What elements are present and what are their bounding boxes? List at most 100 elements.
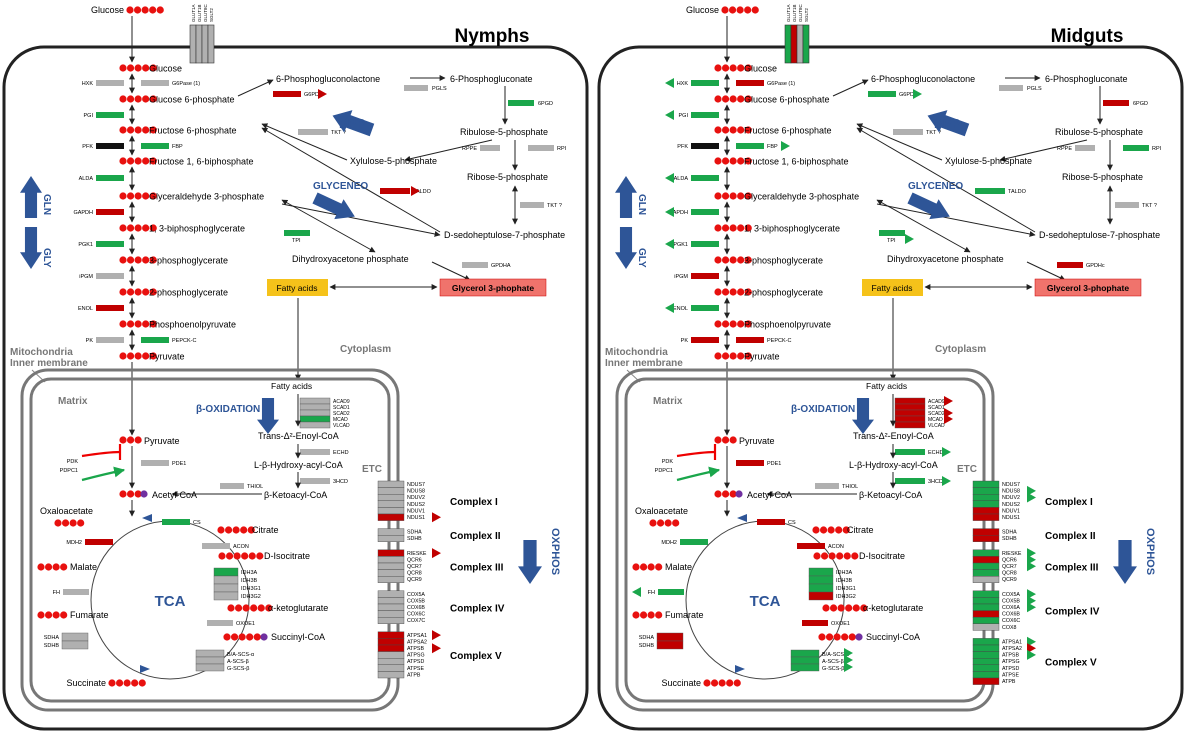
enzyme-label-pfk: PFK [677,144,688,150]
etc-gene-label: COX6A [1002,605,1020,611]
downregulated-marker-icon [1027,561,1036,572]
metabolite-dot [813,552,821,560]
etc-gene-label: NDUS2 [407,502,425,508]
metabolite-dot [119,288,127,296]
cell-membrane [597,45,1184,731]
metabolite-dot [736,6,744,14]
metabolite-dot [119,490,127,498]
metabolite-xu5p: Xylulose-5-phosphate [945,156,1032,166]
metabolite-dot [108,679,116,687]
metabolite-alpha-ketoglutarate: α-ketoglutarate [863,603,923,613]
complex-label: Complex III [450,562,504,573]
downregulated-marker-icon [781,141,790,151]
transporter-gene-label: GLUT1A [786,4,791,22]
enzyme-label-pgls: PGLS [1027,86,1042,92]
etc-subunit-bar [377,617,405,625]
etc-subunit-bar [972,562,1000,570]
metabolite-dot [134,320,142,328]
sdh-subunit-bar [656,632,684,642]
gluconeogenesis-arrow-icon [20,176,42,218]
etc-gene-label: NDUS8 [1002,489,1020,495]
metabolite-dot [744,64,752,72]
metabolite-dot [833,633,841,641]
metabolite-dot [61,519,70,527]
mitochondria-label: Mitochondria [10,347,73,358]
complex-label: Complex III [1045,562,1099,573]
enzyme-label-gpdh: GPDHc [1086,263,1105,269]
glyceneo-label: GLYCENEO [313,181,368,192]
enzyme-label-pepck: PEPCK-C [172,338,196,344]
etc-subunit-bar [972,664,1000,672]
enzyme-bar-pgls [404,85,428,91]
upregulated-marker-icon [432,512,441,523]
etc-subunit-bar [377,651,405,659]
downregulated-marker-icon [844,648,853,658]
etc-gene-label: COX7C [407,618,425,624]
metabolite-oxaloacetate: Oxaloacetate [40,506,93,516]
etc-gene-label: COX5B [1002,598,1020,604]
etc-subunit-bar [972,671,1000,679]
sdh-gene-label: SDHA [44,635,60,641]
glyceneo-arrow [431,261,471,281]
metabolite-dot [714,95,722,103]
idh-gene-label: IDH3B [836,578,853,584]
metabolite-dot [845,604,853,612]
metabolite-dot [149,352,157,360]
metabolite-pgl: 6-Phosphogluconolactone [276,74,380,84]
metabolite-dot [138,679,146,687]
matrix-label: Matrix [653,396,683,407]
etc-gene-label: QCR6 [1002,557,1017,563]
sdh-subunit-bar [61,632,89,642]
enzyme-bar-rpi [528,145,554,151]
enzyme-label-g6pd: G6PD [899,92,914,98]
etc-gene-label: QCR9 [1002,577,1017,583]
upregulated-marker-icon [318,89,327,99]
metabolite-dot [217,526,225,534]
oxphos-label: OXPHOS [549,528,561,575]
metabolite-pg3: 3-phosphoglycerate [744,256,823,266]
enzyme-label-taldo: TALDO [413,189,432,195]
beta-oxidation-enzyme-bar [894,409,926,417]
enzyme-bar-pepck [736,337,764,343]
etc-gene-label: NDUV2 [407,495,425,501]
metabolite-dot [142,224,150,232]
enzyme-bar-pgk1 [691,241,719,247]
enzyme-bar-echd [300,449,330,455]
metabolite-dot [248,552,256,560]
enzyme-label-gapdh: GAPDH [73,210,93,216]
downregulated-marker-icon [665,239,674,249]
metabolite-pyr: Pyruvate [149,352,185,362]
metabolite-gap: Glyceraldehyde 3-phosphate [149,192,264,202]
metabolite-pyruvate-mito: Pyruvate [144,436,180,446]
metabolite-gap: Glyceraldehyde 3-phosphate [744,192,859,202]
metabolite-dot [714,224,722,232]
metabolite-dot [721,64,730,72]
downregulated-marker-icon [913,89,922,99]
metabolite-dot [714,126,722,134]
beta-oxidation-gene-label: SCAD1 [333,405,350,411]
transporter-segment [796,24,804,64]
etc-gene-label: ATPSG [1002,659,1020,665]
enzyme-bar-gapdh [96,209,124,215]
enzyme-bar-fh [658,589,684,595]
pdk-inhibition-line [676,450,716,458]
metabolite-dot [728,6,737,14]
metabolite-dot [729,320,737,328]
metabolite-dot [820,552,829,560]
beta-oxidation-enzyme-bar [894,415,926,423]
metabolite-dot [721,288,730,296]
metabolite-dot [126,224,135,232]
scs-gene-label: G-SCS-β [227,666,249,672]
metabolite-dot [134,95,142,103]
metabolite-alpha-ketoglutarate: α-ketoglutarate [268,603,328,613]
enzyme-bar-rppe [1075,145,1095,151]
metabolite-dot [119,436,127,444]
etc-subunit-bar [377,590,405,598]
etc-gene-label: ATPSB [1002,653,1019,659]
coa-dot [855,633,863,641]
enzyme-label-thiol: THIOL [842,484,858,490]
enzyme-label-g6pase: G6Pase (1) [767,81,795,87]
etc-label: ETC [362,464,382,475]
enzyme-label-echd: ECHD [928,450,944,456]
beta-oxidation-gene-label: ACAD9 [928,399,945,405]
